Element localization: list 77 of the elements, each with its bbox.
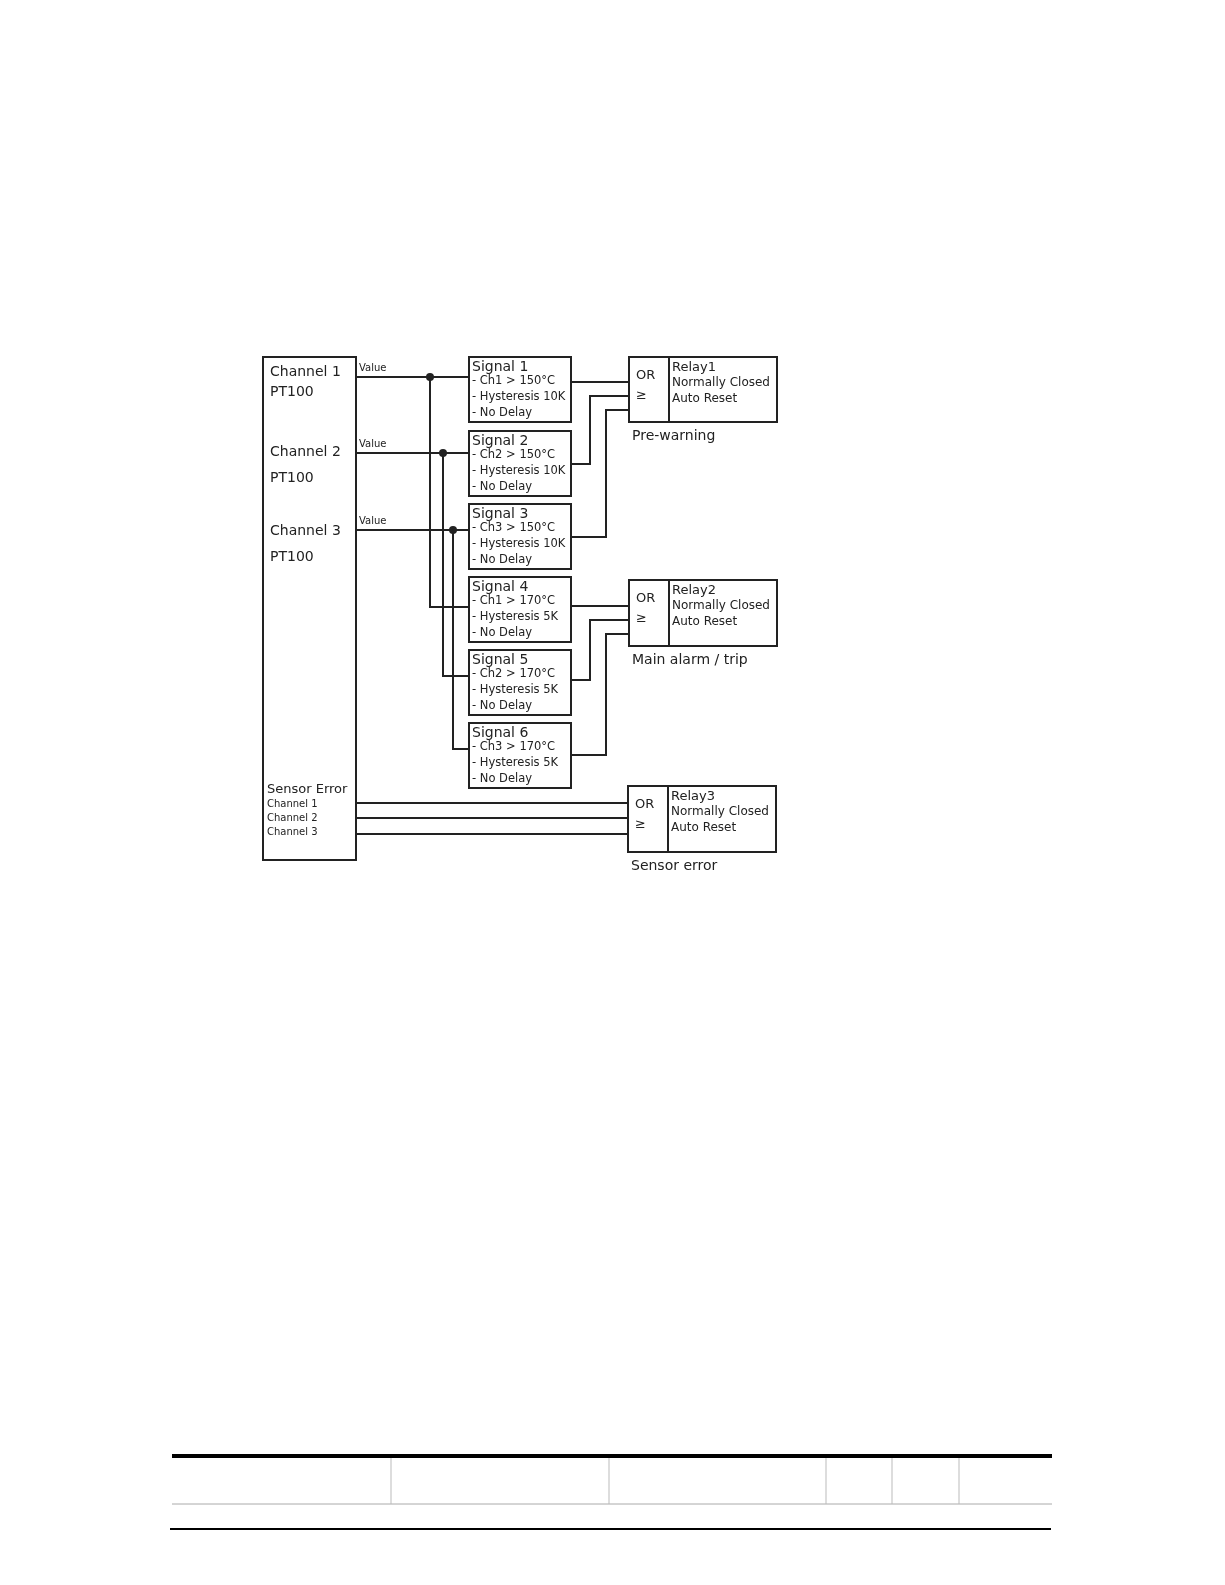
signal-condition: - Ch2 > 150°C [472, 449, 556, 461]
module-label: Channel 3 [270, 523, 341, 537]
connector-line [571, 633, 629, 756]
module-label: PT100 [270, 384, 314, 398]
relay-box [627, 785, 777, 853]
signal-condition: - Ch1 > 150°C [472, 375, 556, 387]
signal-condition: - Hysteresis 5K [472, 684, 559, 696]
relay-caption: Sensor error [631, 858, 718, 872]
relay-caption: Main alarm / trip [632, 652, 748, 666]
signal-box [468, 576, 572, 643]
module-label: PT100 [270, 549, 314, 563]
channel-label: Channel 3 [267, 827, 318, 837]
signal-condition: - Hysteresis 10K [472, 391, 566, 403]
relay-setting: Auto Reset [672, 392, 738, 404]
signal-box [468, 649, 572, 716]
signal-condition: - No Delay [472, 627, 533, 639]
signal-condition: - Hysteresis 5K [472, 611, 559, 623]
signal-title: Signal 5 [472, 652, 529, 666]
signal-title: Signal 4 [472, 579, 529, 593]
relay-setting: Auto Reset [671, 821, 737, 833]
signal-condition: - Ch3 > 170°C [472, 741, 556, 753]
channel-label: Channel 1 [267, 799, 318, 809]
relay-setting: Normally Closed [671, 805, 769, 817]
relay-setting: Normally Closed [672, 599, 770, 611]
connector-line [356, 452, 469, 677]
input-module-box [262, 356, 357, 861]
gate-symbol: ≥ [636, 611, 647, 624]
signal-condition: - No Delay [472, 481, 533, 493]
signal-title: Signal 3 [472, 506, 529, 520]
connector-line [571, 605, 629, 607]
edge-label: Value [359, 363, 387, 373]
signal-box [468, 430, 572, 497]
relay-caption: Pre-warning [632, 428, 716, 442]
connector-line [356, 817, 628, 819]
signal-condition: - Ch1 > 170°C [472, 595, 556, 607]
signal-title: Signal 2 [472, 433, 529, 447]
relay-title: Relay1 [672, 360, 716, 373]
signal-condition: - No Delay [472, 700, 533, 712]
relay-box [628, 356, 778, 423]
signal-title: Signal 1 [472, 359, 529, 373]
signal-box [468, 356, 572, 423]
module-label: Channel 2 [270, 444, 341, 458]
signal-condition: - No Delay [472, 407, 533, 419]
edge-label: Value [359, 516, 387, 526]
connector-line [356, 376, 469, 608]
connector-line [356, 833, 628, 835]
gate-label: OR [636, 368, 656, 381]
signal-condition: - Hysteresis 10K [472, 538, 566, 550]
gate-symbol: ≥ [636, 388, 647, 401]
gate-label: OR [636, 591, 656, 604]
signal-condition: - No Delay [472, 773, 533, 785]
signal-box [468, 503, 572, 570]
connector-line [571, 619, 629, 681]
module-label: Sensor Error [267, 782, 348, 795]
gate-symbol: ≥ [635, 817, 646, 830]
signal-box [468, 722, 572, 789]
connector-line [571, 395, 629, 465]
signal-condition: - Ch3 > 150°C [472, 522, 556, 534]
relay-setting: Auto Reset [672, 615, 738, 627]
module-label: PT100 [270, 470, 314, 484]
signal-title: Signal 6 [472, 725, 529, 739]
signal-condition: - Ch2 > 170°C [472, 668, 556, 680]
connector-line [571, 409, 629, 538]
edge-label: Value [359, 439, 387, 449]
channel-label: Channel 2 [267, 813, 318, 823]
module-label: Channel 1 [270, 364, 341, 378]
connector-line [571, 381, 629, 383]
signal-condition: - Hysteresis 10K [472, 465, 566, 477]
relay-box [628, 579, 778, 647]
connector-line [356, 529, 469, 750]
connector-line [356, 802, 628, 804]
gate-label: OR [635, 797, 655, 810]
relay-title: Relay3 [671, 789, 715, 802]
signal-condition: - No Delay [472, 554, 533, 566]
signal-condition: - Hysteresis 5K [472, 757, 559, 769]
relay-setting: Normally Closed [672, 376, 770, 388]
relay-title: Relay2 [672, 583, 716, 596]
